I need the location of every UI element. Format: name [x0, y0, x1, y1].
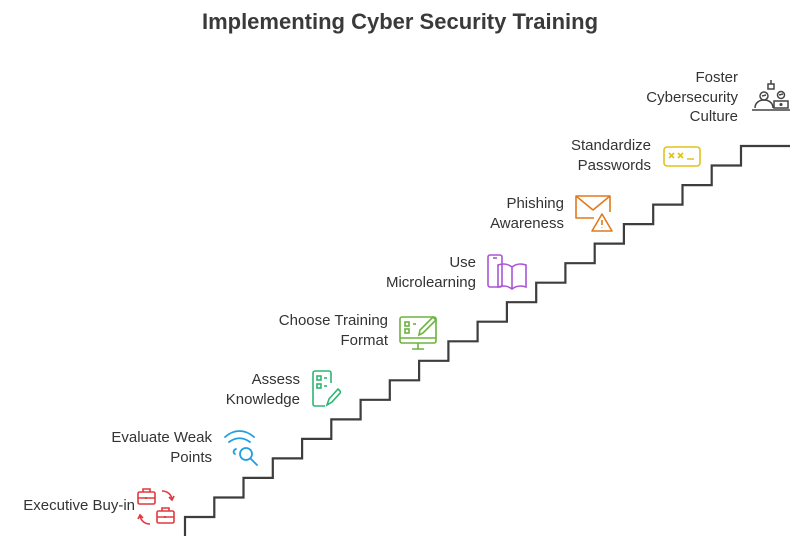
briefcase-swap-icon	[137, 488, 175, 525]
label-line: Passwords	[577, 156, 651, 174]
team-culture-icon	[752, 80, 790, 111]
phone-book-icon	[487, 254, 527, 290]
label-line: Evaluate Weak	[111, 429, 212, 446]
mail-warning-icon	[575, 195, 613, 232]
label-line: Choose Training	[278, 312, 388, 329]
label-line: Use	[449, 254, 476, 271]
wifi-search-icon	[224, 430, 258, 466]
label-line: Assess	[251, 371, 300, 388]
monitor-edit-icon	[399, 315, 438, 350]
label-line: Format	[340, 331, 388, 349]
label-line: Awareness	[490, 214, 564, 232]
label-line: Phishing	[506, 195, 564, 212]
step-label-executive-buy-in: Executive Buy-in	[23, 496, 135, 516]
label-line: Microlearning	[385, 273, 476, 291]
checklist-pencil-icon	[312, 370, 341, 407]
label-line: Executive Buy-in	[23, 497, 135, 514]
diagram-title: Implementing Cyber Security Training	[201, 9, 599, 34]
label-line: Standardize	[570, 137, 651, 154]
label-line: Cybersecurity	[646, 88, 738, 106]
label-line: Culture	[689, 108, 738, 125]
label-line: Knowledge	[225, 390, 300, 408]
staircase-line	[183, 144, 790, 536]
label-line: Foster	[695, 69, 738, 86]
password-field-icon	[663, 146, 701, 167]
label-line: Points	[170, 448, 212, 466]
